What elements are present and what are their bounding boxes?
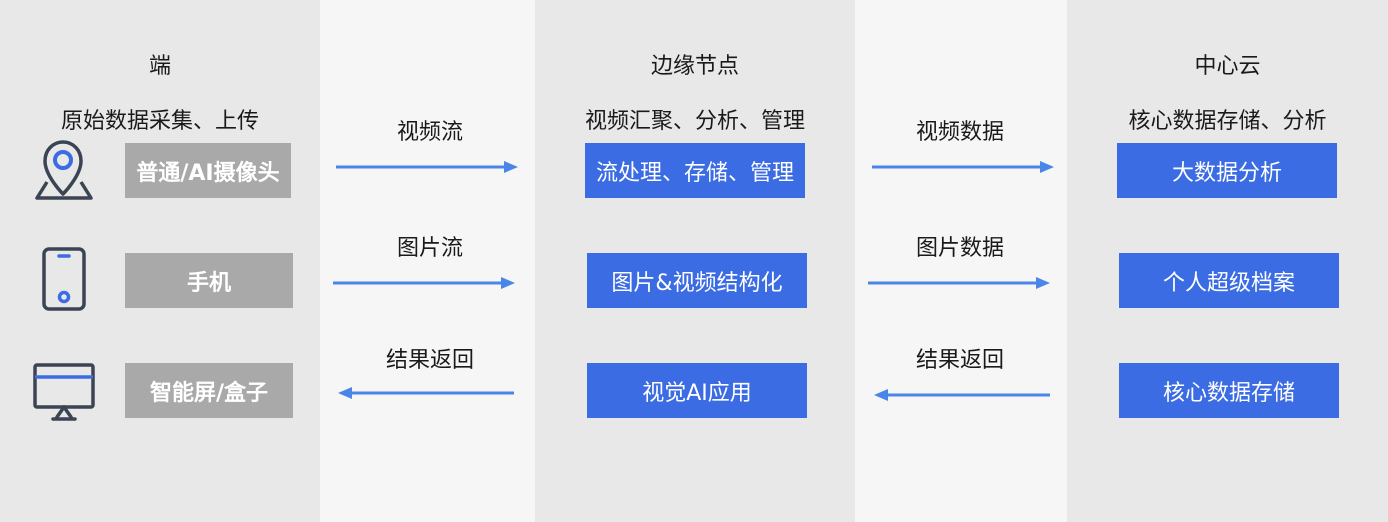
arrow-right-image-data	[868, 277, 1050, 289]
edge-title: 边缘节点	[650, 54, 739, 79]
cloud-title: 中心云	[1194, 54, 1261, 79]
monitor-icon	[33, 363, 95, 421]
device-subtitle: 原始数据采集、上传	[60, 109, 259, 134]
smartphone-icon	[42, 247, 86, 311]
device-title: 端	[148, 54, 171, 79]
gap-column-bg-2	[855, 0, 1067, 522]
arrow-right-image-stream	[333, 277, 515, 289]
cloud-box-personal-archive: 个人超级档案	[1119, 253, 1339, 308]
flow-label-result-return-2: 结果返回	[915, 348, 1004, 373]
flow-label-video-data: 视频数据	[915, 120, 1004, 145]
arrow-right-video-stream	[336, 161, 518, 173]
flow-label-video-stream: 视频流	[396, 120, 463, 145]
edge-box-stream-processing: 流处理、存储、管理	[585, 143, 805, 198]
device-box-phone: 手机	[125, 253, 293, 308]
edge-box-visual-ai: 视觉AI应用	[587, 363, 807, 418]
edge-box-structuring: 图片&视频结构化	[587, 253, 807, 308]
flow-label-image-data: 图片数据	[915, 236, 1004, 261]
cloud-subtitle: 核心数据存储、分析	[1128, 109, 1327, 134]
arrow-right-video-data	[872, 161, 1054, 173]
flow-label-image-stream: 图片流	[396, 236, 463, 261]
cloud-box-core-storage: 核心数据存储	[1119, 363, 1339, 418]
cloud-box-big-data-analysis: 大数据分析	[1117, 143, 1337, 198]
arrow-left-result-return-2	[874, 389, 1050, 401]
arrow-left-result-return-1	[338, 387, 514, 399]
gap-column-bg-1	[320, 0, 535, 522]
device-box-smart-screen: 智能屏/盒子	[125, 363, 293, 418]
location-pin-icon	[35, 140, 93, 200]
flow-label-result-return-1: 结果返回	[385, 348, 474, 373]
edge-subtitle: 视频汇聚、分析、管理	[584, 109, 805, 134]
device-box-camera: 普通/AI摄像头	[125, 143, 291, 198]
